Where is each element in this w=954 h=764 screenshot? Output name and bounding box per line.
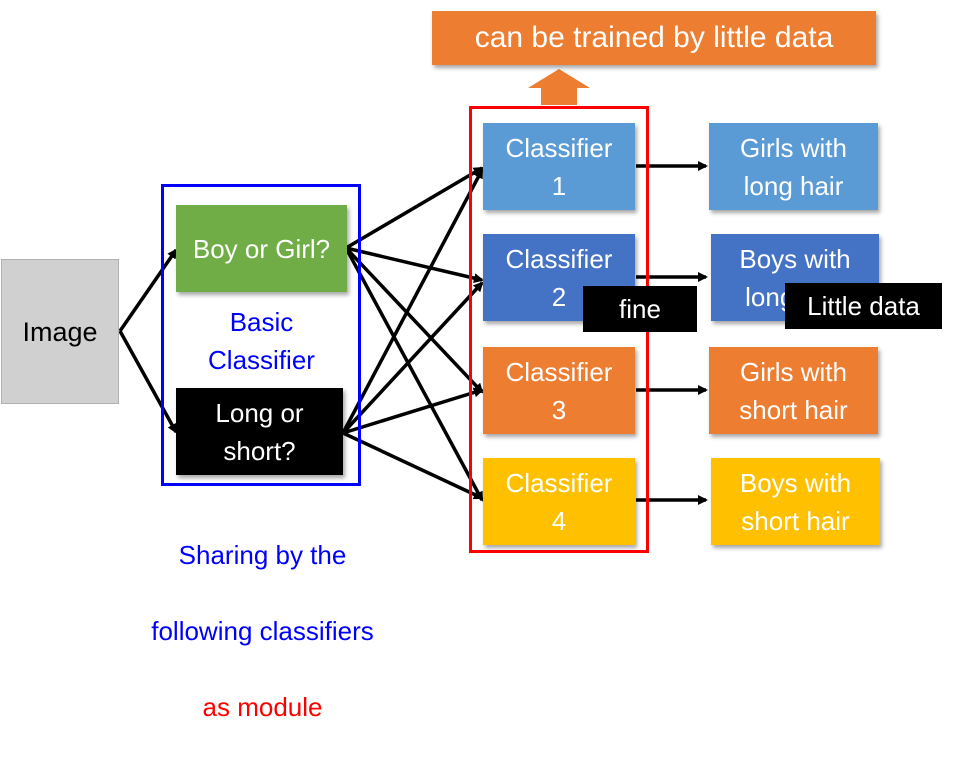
arrow-length-to-c1 [341, 168, 484, 434]
length-classifier-box: Long or short? [176, 388, 343, 475]
fine-tag: fine [583, 286, 697, 332]
sharing-line-2: following classifiers [151, 616, 374, 646]
classifier-1-box: Classifier 1 [483, 123, 635, 210]
image-box: Image [1, 259, 119, 404]
classifier-4-box: Classifier 4 [483, 458, 635, 545]
basic-classifier-caption: Basic Classifier [208, 307, 315, 375]
arrow-image-to-length [118, 330, 178, 434]
sharing-caption: Sharing by the following classifiers as … [120, 498, 405, 764]
sharing-line-1: Sharing by the [178, 540, 347, 570]
classifier-3-box: Classifier 3 [483, 347, 635, 434]
arrow-gender-to-c3 [344, 246, 484, 394]
arrow-gender-to-c2 [345, 246, 484, 284]
arrow-length-to-c2 [341, 281, 484, 435]
output-girls-long-hair: Girls with long hair [709, 123, 878, 210]
little-data-tag: Little data [785, 283, 942, 329]
arrow-gender-to-c1 [345, 166, 484, 250]
banner-trained-little-data: can be trained by little data [432, 11, 876, 65]
sharing-line-3: as module [202, 692, 323, 722]
arrow-length-to-c3 [342, 387, 484, 435]
arrow-image-to-gender [118, 248, 178, 332]
basic-classifier-frame [161, 184, 361, 486]
up-arrow-icon [528, 69, 590, 105]
output-boys-short-hair: Boys with short hair [711, 458, 880, 545]
arrow-gender-to-c4 [344, 247, 484, 502]
output-girls-short-hair: Girls with short hair [709, 347, 878, 434]
arrow-length-to-c4 [342, 431, 484, 500]
gender-classifier-box: Boy or Girl? [176, 205, 347, 292]
